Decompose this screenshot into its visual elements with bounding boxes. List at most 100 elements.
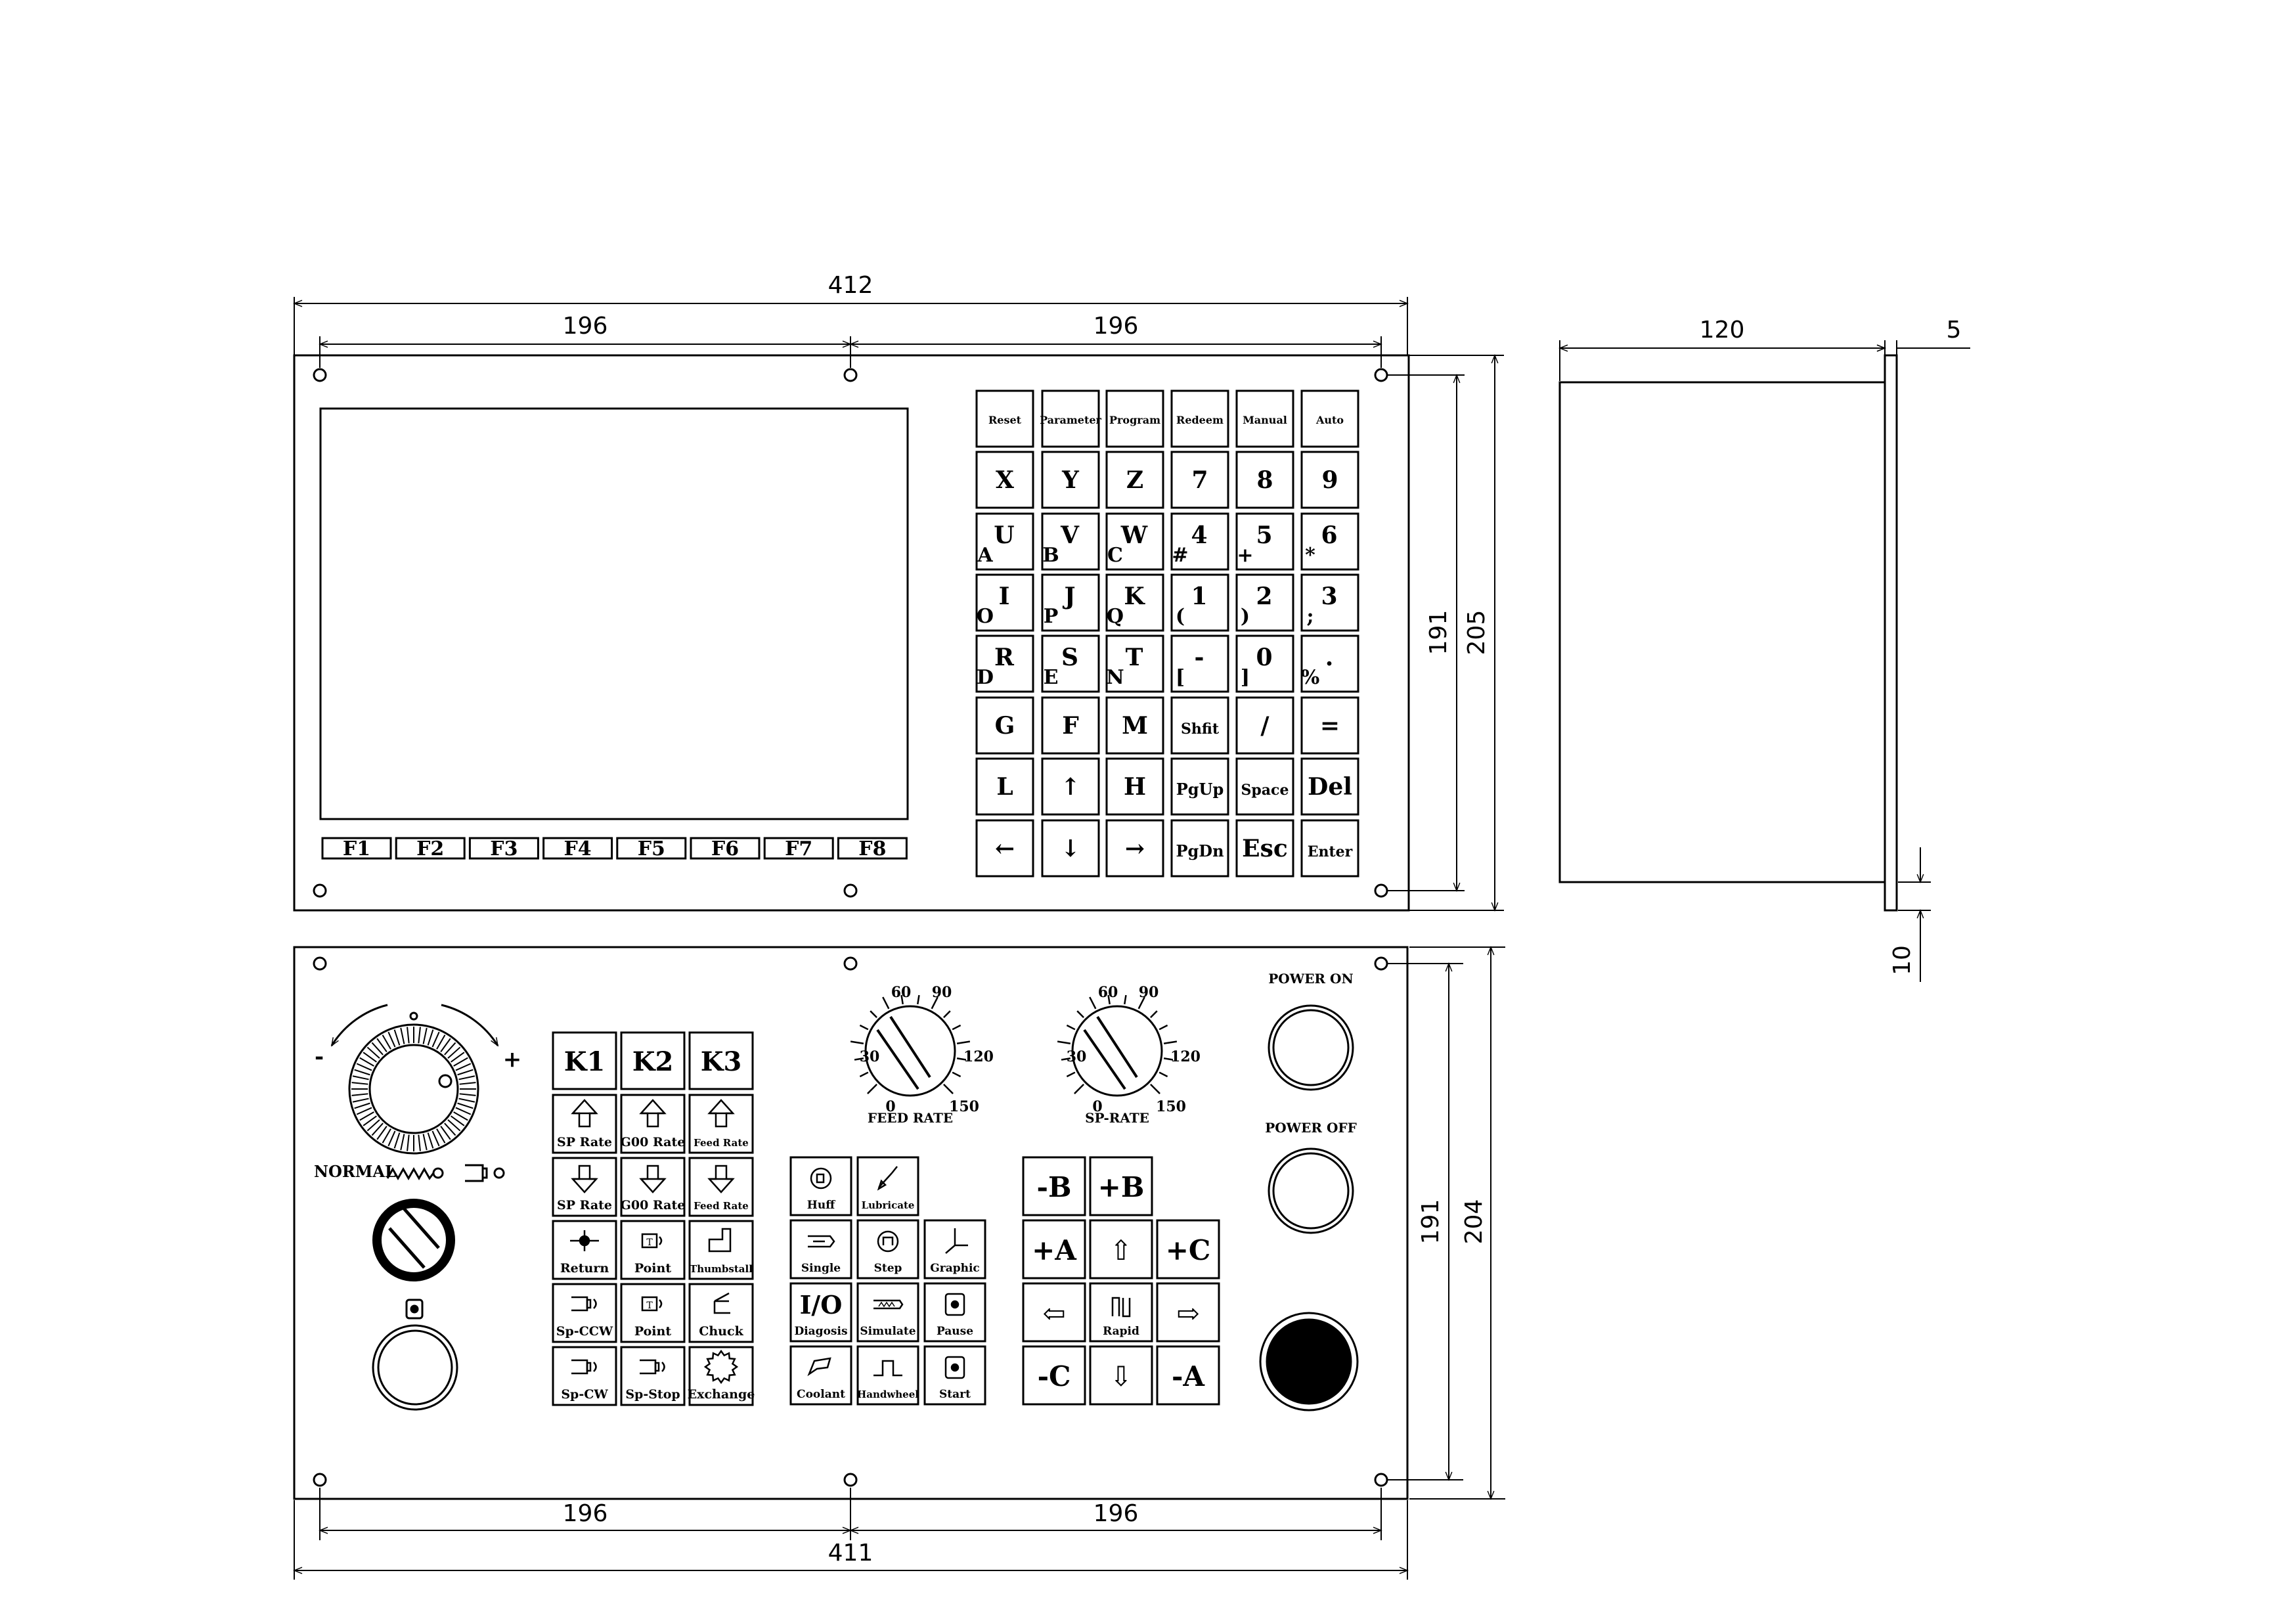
jog-key-rapid[interactable]: Rapid <box>1089 1282 1153 1343</box>
func-key-chuck[interactable]: Chuck <box>688 1283 754 1343</box>
func-key-g00-rate[interactable]: G00 Rate <box>620 1094 686 1154</box>
key-sym[interactable]: / <box>1235 696 1294 755</box>
key-del[interactable]: Del <box>1300 757 1359 816</box>
softkey-f7[interactable]: F7 <box>763 837 834 860</box>
func-key-sp-rate[interactable]: SP Rate <box>552 1094 617 1154</box>
func-key-g00-rate[interactable]: G00 Rate <box>620 1157 686 1217</box>
key-y[interactable]: Y <box>1041 451 1100 509</box>
key-m[interactable]: M <box>1105 696 1164 755</box>
softkey-f1[interactable]: F1 <box>321 837 392 860</box>
key-k3[interactable]: K3 <box>688 1031 754 1090</box>
jog-key-c[interactable]: -C <box>1022 1345 1086 1406</box>
key-k[interactable]: KQ <box>1105 573 1164 632</box>
func-key-sp-ccw[interactable]: Sp-CCW <box>552 1283 617 1343</box>
key-pgup[interactable]: PgUp <box>1170 757 1229 816</box>
mode-key-redeem[interactable]: Redeem <box>1170 389 1229 448</box>
jog-key-sym[interactable]: ⇦ <box>1022 1282 1086 1343</box>
op-key-lubricate[interactable]: Lubricate <box>856 1156 919 1216</box>
cycle-button[interactable] <box>372 1324 458 1411</box>
func-key-feed-rate[interactable]: Feed Rate <box>688 1157 754 1217</box>
key-sym[interactable]: = <box>1300 696 1359 755</box>
key-7[interactable]: 7 <box>1170 451 1229 509</box>
mode-key-reset[interactable]: Reset <box>975 389 1034 448</box>
key-r[interactable]: RD <box>975 634 1034 693</box>
mode-key-parameter[interactable]: Parameter <box>1040 389 1102 448</box>
func-key-thumbstall[interactable]: Thumbstall <box>688 1220 754 1280</box>
mode-key-auto[interactable]: Auto <box>1300 389 1359 448</box>
key-v[interactable]: VB <box>1041 512 1100 571</box>
op-key-handwheel[interactable]: Handwheel <box>856 1345 919 1406</box>
key-f[interactable]: F <box>1041 696 1100 755</box>
key-w[interactable]: WC <box>1105 512 1164 571</box>
key-t[interactable]: TN <box>1105 634 1164 693</box>
jog-key-sym[interactable]: ⇨ <box>1156 1282 1220 1343</box>
key-8[interactable]: 8 <box>1235 451 1294 509</box>
key-z[interactable]: Z <box>1105 451 1164 509</box>
softkey-f3[interactable]: F3 <box>468 837 539 860</box>
key-l[interactable]: L <box>975 757 1034 816</box>
handwheel[interactable] <box>330 1004 499 1155</box>
jog-key-a[interactable]: -A <box>1156 1345 1220 1406</box>
key-1[interactable]: 1( <box>1170 573 1229 632</box>
key-2[interactable]: 2) <box>1235 573 1294 632</box>
emergency-stop-button[interactable] <box>1259 1312 1359 1412</box>
softkey-f6[interactable]: F6 <box>690 837 761 860</box>
op-key-graphic[interactable]: Graphic <box>923 1219 986 1279</box>
key-u[interactable]: UA <box>975 512 1034 571</box>
key-i[interactable]: IO <box>975 573 1034 632</box>
handwheel-crank-hole[interactable] <box>438 1074 453 1088</box>
op-key-start[interactable]: Start <box>923 1345 986 1406</box>
jog-key-c[interactable]: +C <box>1156 1219 1220 1279</box>
key-j[interactable]: JP <box>1041 573 1100 632</box>
key-pgdn[interactable]: PgDn <box>1170 819 1229 878</box>
key-space[interactable]: Space <box>1235 757 1294 816</box>
op-key-step[interactable]: Step <box>856 1219 919 1279</box>
key-0[interactable]: 0] <box>1235 634 1294 693</box>
op-key-single[interactable]: Single <box>789 1219 852 1279</box>
softkey-f8[interactable]: F8 <box>837 837 908 860</box>
key-sym[interactable]: -[ <box>1170 634 1229 693</box>
mode-key-manual[interactable]: Manual <box>1235 389 1294 448</box>
key-sym[interactable]: ↓ <box>1041 819 1100 878</box>
softkey-f4[interactable]: F4 <box>542 837 613 860</box>
key-5[interactable]: 5+ <box>1235 512 1294 571</box>
key-sym[interactable]: → <box>1105 819 1164 878</box>
key-enter[interactable]: Enter <box>1300 819 1359 878</box>
key-sym[interactable]: ↑ <box>1041 757 1100 816</box>
jog-key-a[interactable]: +A <box>1022 1219 1086 1279</box>
op-key-huff[interactable]: Huff <box>789 1156 852 1216</box>
key-4[interactable]: 4# <box>1170 512 1229 571</box>
mode-key-program[interactable]: Program <box>1105 389 1164 448</box>
op-key-coolant[interactable]: Coolant <box>789 1345 852 1406</box>
jog-key-sym[interactable]: ⇧ <box>1089 1219 1153 1279</box>
jog-key-b[interactable]: +B <box>1089 1156 1153 1216</box>
key-9[interactable]: 9 <box>1300 451 1359 509</box>
key-x[interactable]: X <box>975 451 1034 509</box>
key-k2[interactable]: K2 <box>620 1031 686 1090</box>
mode-selector-knob[interactable] <box>372 1199 455 1281</box>
key-k1[interactable]: K1 <box>552 1031 617 1090</box>
op-key-pause[interactable]: Pause <box>923 1282 986 1343</box>
jog-key-sym[interactable]: ⇩ <box>1089 1345 1153 1406</box>
key-3[interactable]: 3; <box>1300 573 1359 632</box>
func-key-sp-stop[interactable]: Sp-Stop <box>620 1346 686 1406</box>
key-esc[interactable]: Esc <box>1235 819 1294 878</box>
key-sym[interactable]: ← <box>975 819 1034 878</box>
key-s[interactable]: SE <box>1041 634 1100 693</box>
func-key-feed-rate[interactable]: Feed Rate <box>688 1094 754 1154</box>
power-on-button[interactable] <box>1268 1004 1354 1091</box>
softkey-f2[interactable]: F2 <box>395 837 466 860</box>
power-off-button[interactable] <box>1268 1147 1354 1234</box>
key-g[interactable]: G <box>975 696 1034 755</box>
softkey-f5[interactable]: F5 <box>616 837 687 860</box>
key-h[interactable]: H <box>1105 757 1164 816</box>
func-key-sp-rate[interactable]: SP Rate <box>552 1157 617 1217</box>
key-shfit[interactable]: Shfit <box>1170 696 1229 755</box>
func-key-exchange[interactable]: Exchange <box>688 1346 755 1406</box>
jog-key-b[interactable]: -B <box>1022 1156 1086 1216</box>
